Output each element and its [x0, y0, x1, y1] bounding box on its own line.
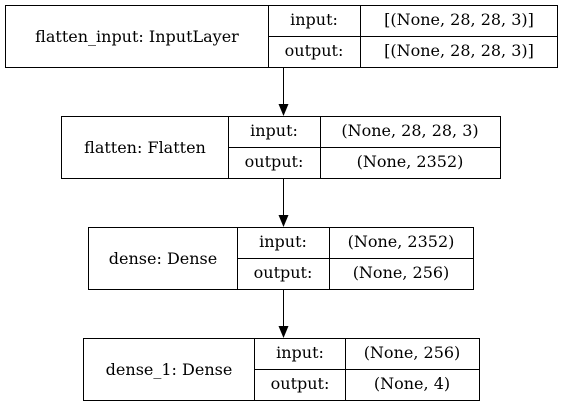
input-shape: (None, 2352)	[348, 232, 455, 251]
connector-arrow	[278, 67, 289, 116]
output-shape: [(None, 28, 28, 3)]	[384, 41, 534, 60]
arrowhead-icon	[278, 215, 289, 227]
layer-node-flatten-input: flatten_input: InputLayer input: output:…	[5, 5, 558, 68]
arrowhead-icon	[278, 104, 289, 116]
output-label: output:	[271, 374, 330, 393]
layer-name: dense: Dense	[109, 249, 217, 268]
output-shape: (None, 2352)	[357, 152, 464, 171]
input-label: input:	[259, 232, 307, 251]
input-label: input:	[276, 343, 324, 362]
arrowhead-icon	[278, 326, 289, 338]
output-label: output:	[285, 41, 344, 60]
layer-name: dense_1: Dense	[106, 360, 233, 379]
layer-node-dense: dense: Dense input: output: (None, 2352)…	[88, 227, 474, 290]
output-label: output:	[245, 152, 304, 171]
input-shape: [(None, 28, 28, 3)]	[384, 10, 534, 29]
output-shape: (None, 256)	[353, 263, 450, 282]
connector-arrow	[278, 289, 289, 338]
output-shape: (None, 4)	[374, 374, 450, 393]
output-label: output:	[254, 263, 313, 282]
input-shape: (None, 256)	[364, 343, 461, 362]
input-label: input:	[250, 121, 298, 140]
layer-name: flatten: Flatten	[84, 138, 206, 157]
input-label: input:	[290, 10, 338, 29]
input-shape: (None, 28, 28, 3)	[341, 121, 478, 140]
layer-node-dense-1: dense_1: Dense input: output: (None, 256…	[83, 338, 480, 401]
layer-name: flatten_input: InputLayer	[35, 27, 239, 46]
layer-node-flatten: flatten: Flatten input: output: (None, 2…	[61, 116, 501, 179]
connector-arrow	[278, 178, 289, 227]
